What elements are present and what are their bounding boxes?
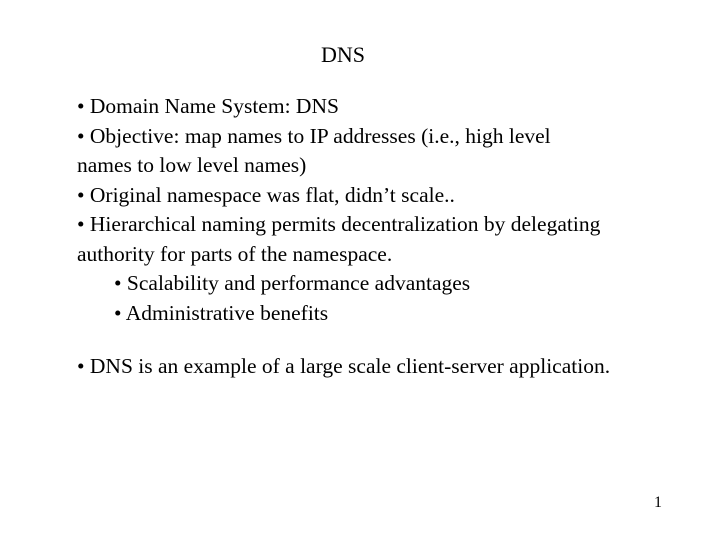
bullet-objective: • Objective: map names to IP addresses (… bbox=[77, 123, 551, 148]
bullet-objective-continued: names to low level names) bbox=[77, 153, 307, 177]
bullet-client-server: • DNS is an example of a large scale cli… bbox=[77, 354, 611, 378]
bullet-domain-name-system: • Domain Name System: DNS bbox=[77, 94, 339, 118]
slide-body: • Domain Name System: DNS • Objective: m… bbox=[77, 92, 697, 328]
slide-title: DNS bbox=[320, 42, 365, 67]
bullet-original-namespace: • Original namespace was flat, didn’t sc… bbox=[77, 182, 455, 207]
sub-bullet-scalability: • Scalability and performance advantages bbox=[114, 271, 471, 295]
bullet-hierarchical-naming-continued: authority for parts of the namespace. bbox=[77, 241, 393, 266]
page-number: 1 bbox=[654, 494, 662, 511]
sub-bullet-administrative: • Administrative benefits bbox=[114, 300, 329, 325]
bullet-hierarchical-naming: • Hierarchical naming permits decentrali… bbox=[77, 212, 601, 236]
